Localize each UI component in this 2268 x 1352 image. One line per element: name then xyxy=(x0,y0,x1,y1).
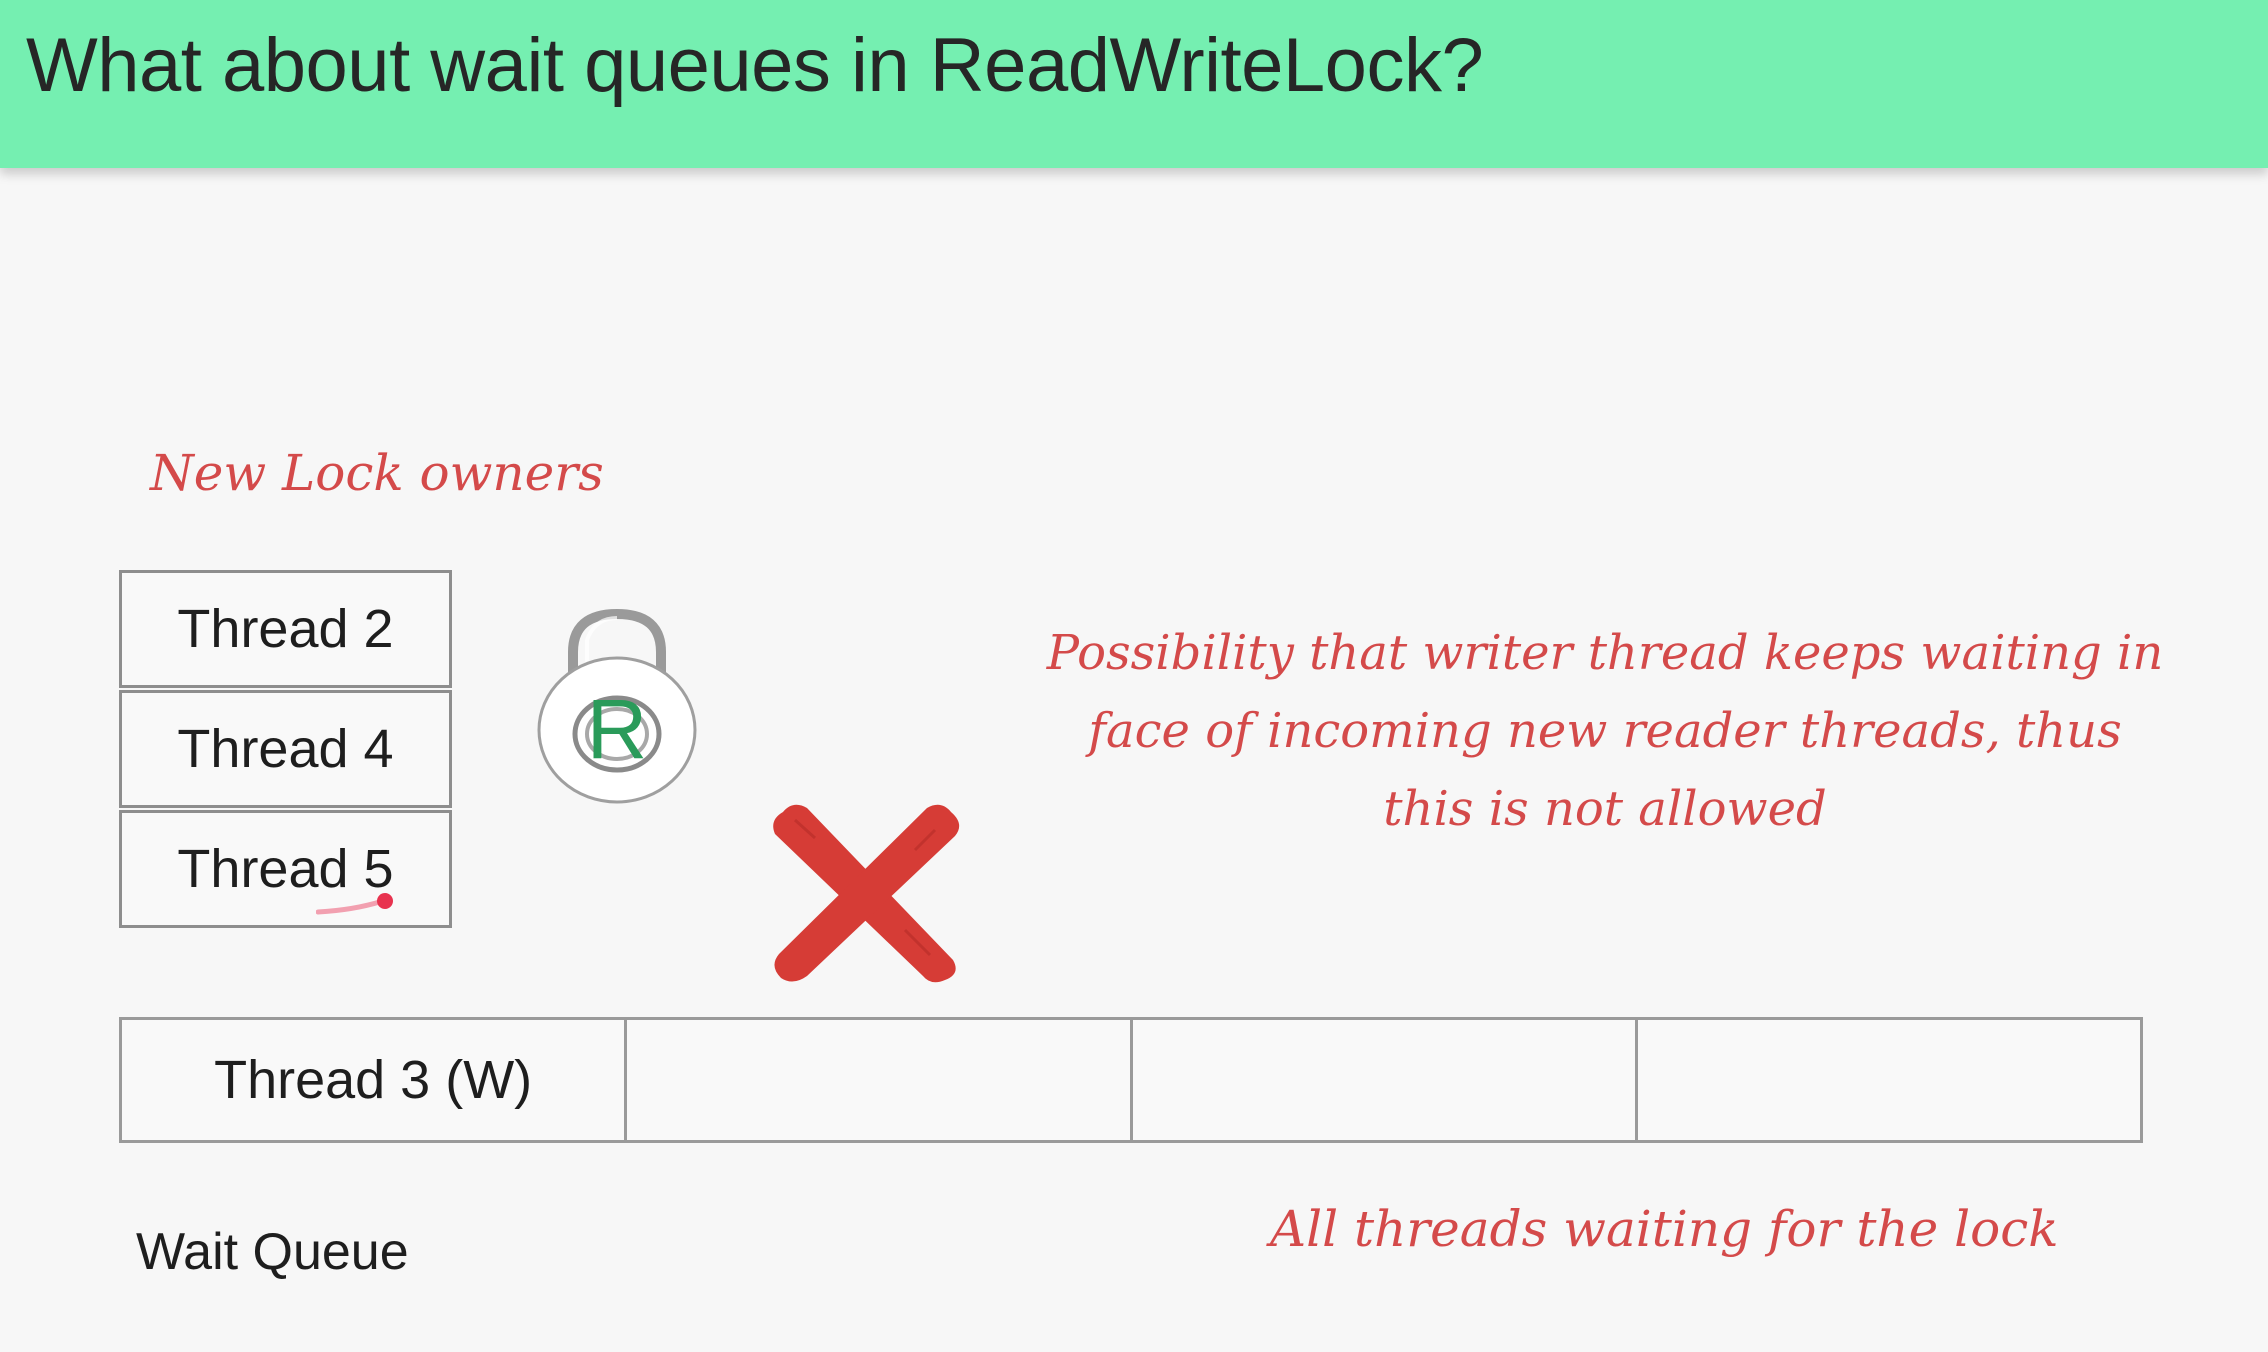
writer-starvation-note: Possibility that writer thread keeps wai… xyxy=(1046,625,2164,837)
wait-queue-slot xyxy=(627,1020,1133,1140)
owner-thread-box: Thread 4 xyxy=(119,690,452,808)
owner-thread-box: Thread 5 xyxy=(119,810,452,928)
slide-title: What about wait queues in ReadWriteLock? xyxy=(26,23,1484,108)
new-lock-owners-note: New Lock owners xyxy=(150,444,604,502)
owner-thread-box: Thread 2 xyxy=(119,570,452,688)
wait-queue-slot: Thread 3 (W) xyxy=(122,1020,628,1140)
lock-owners-stack: Thread 2 Thread 4 Thread 5 xyxy=(119,570,452,930)
wait-queue-slot xyxy=(1133,1020,1638,1140)
red-x-icon xyxy=(755,790,970,990)
wait-queue-label: Wait Queue xyxy=(136,1223,409,1281)
wait-queue-slot xyxy=(1638,1020,2140,1140)
wait-queue: Thread 3 (W) xyxy=(119,1017,2143,1143)
padlock-icon: R xyxy=(535,600,700,805)
pen-stroke-mark xyxy=(316,893,393,915)
waiting-threads-note: All threads waiting for the lock xyxy=(1270,1200,2059,1258)
lock-mode-letter: R xyxy=(587,682,648,776)
slide-header: What about wait queues in ReadWriteLock? xyxy=(0,0,2268,168)
